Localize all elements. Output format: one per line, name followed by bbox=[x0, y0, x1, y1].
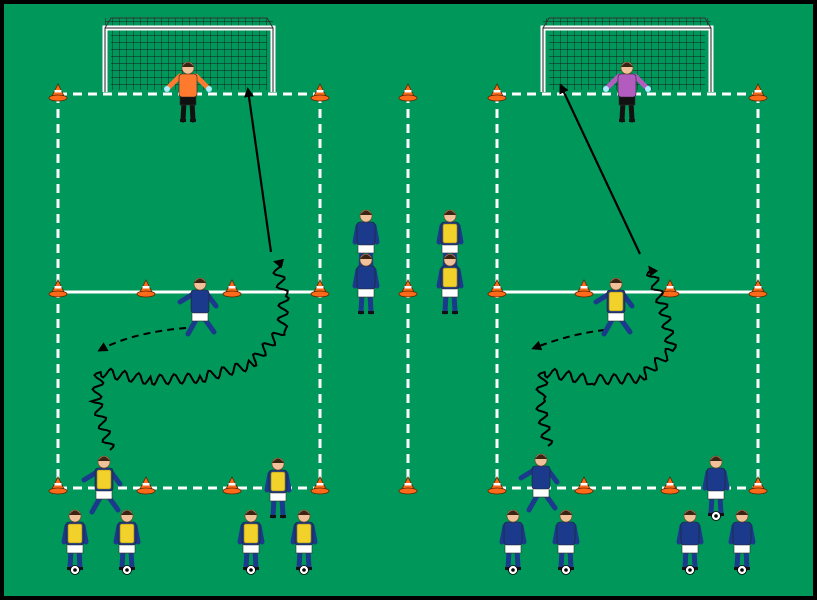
queue-player-left-icon bbox=[113, 509, 141, 575]
defender-left-icon bbox=[177, 277, 219, 337]
cone-icon bbox=[310, 83, 330, 102]
cone-icon bbox=[398, 83, 418, 102]
attacker-left-icon bbox=[81, 455, 123, 515]
cone-icon bbox=[487, 279, 507, 298]
queue-player-right-icon bbox=[499, 509, 527, 575]
goalkeeper-right-icon bbox=[603, 61, 651, 123]
queue-player-right-icon bbox=[552, 509, 580, 575]
resting-player-icon bbox=[352, 209, 380, 271]
queue-player-left-icon bbox=[237, 509, 265, 575]
cone-icon bbox=[748, 476, 768, 495]
cone-icon bbox=[310, 476, 330, 495]
cone-icon bbox=[48, 279, 68, 298]
cone-icon bbox=[398, 476, 418, 495]
queue-player-left-icon bbox=[290, 509, 318, 575]
queue-player-right-icon bbox=[728, 509, 756, 575]
attacker-right-icon bbox=[518, 453, 560, 513]
cone-icon bbox=[660, 476, 680, 495]
ball-icon bbox=[122, 565, 132, 575]
ball-icon bbox=[711, 511, 721, 521]
cones bbox=[48, 83, 768, 495]
cone-icon bbox=[487, 476, 507, 495]
pass-arrow-right-icon bbox=[531, 329, 606, 351]
shot-arrow-left-icon bbox=[244, 87, 273, 253]
resting-player-icon bbox=[352, 253, 380, 315]
ball-icon bbox=[685, 565, 695, 575]
cone-icon bbox=[136, 476, 156, 495]
waiting-player-right-icon bbox=[702, 455, 730, 521]
ball-icon bbox=[70, 565, 80, 575]
cone-icon bbox=[487, 83, 507, 102]
cone-icon bbox=[222, 476, 242, 495]
resting-player-icon bbox=[436, 253, 464, 315]
dribble-path-right-icon bbox=[535, 265, 678, 447]
defender-right-icon bbox=[593, 277, 635, 337]
dribble-path-left-icon bbox=[88, 258, 290, 451]
ball-icon bbox=[561, 565, 571, 575]
shot-arrow-right-icon bbox=[559, 83, 641, 255]
ball-icon bbox=[737, 565, 747, 575]
queue-player-right-icon bbox=[676, 509, 704, 575]
cone-icon bbox=[748, 83, 768, 102]
cone-icon bbox=[310, 279, 330, 298]
cone-icon bbox=[574, 476, 594, 495]
ball-icon bbox=[508, 565, 518, 575]
players bbox=[61, 61, 756, 575]
cone-icon bbox=[398, 279, 418, 298]
ball-icon bbox=[246, 565, 256, 575]
cone-icon bbox=[222, 279, 242, 298]
ball-icon bbox=[299, 565, 309, 575]
resting-player-icon bbox=[436, 209, 464, 271]
cone-icon bbox=[574, 279, 594, 298]
queue-player-left-icon bbox=[61, 509, 89, 575]
movement-arrows bbox=[88, 83, 678, 451]
cone-icon bbox=[48, 83, 68, 102]
waiting-player-left-icon bbox=[264, 457, 292, 519]
cone-icon bbox=[48, 476, 68, 495]
cone-icon bbox=[136, 279, 156, 298]
cone-icon bbox=[748, 279, 768, 298]
goalkeeper-left-icon bbox=[164, 61, 212, 123]
goals bbox=[102, 17, 714, 92]
